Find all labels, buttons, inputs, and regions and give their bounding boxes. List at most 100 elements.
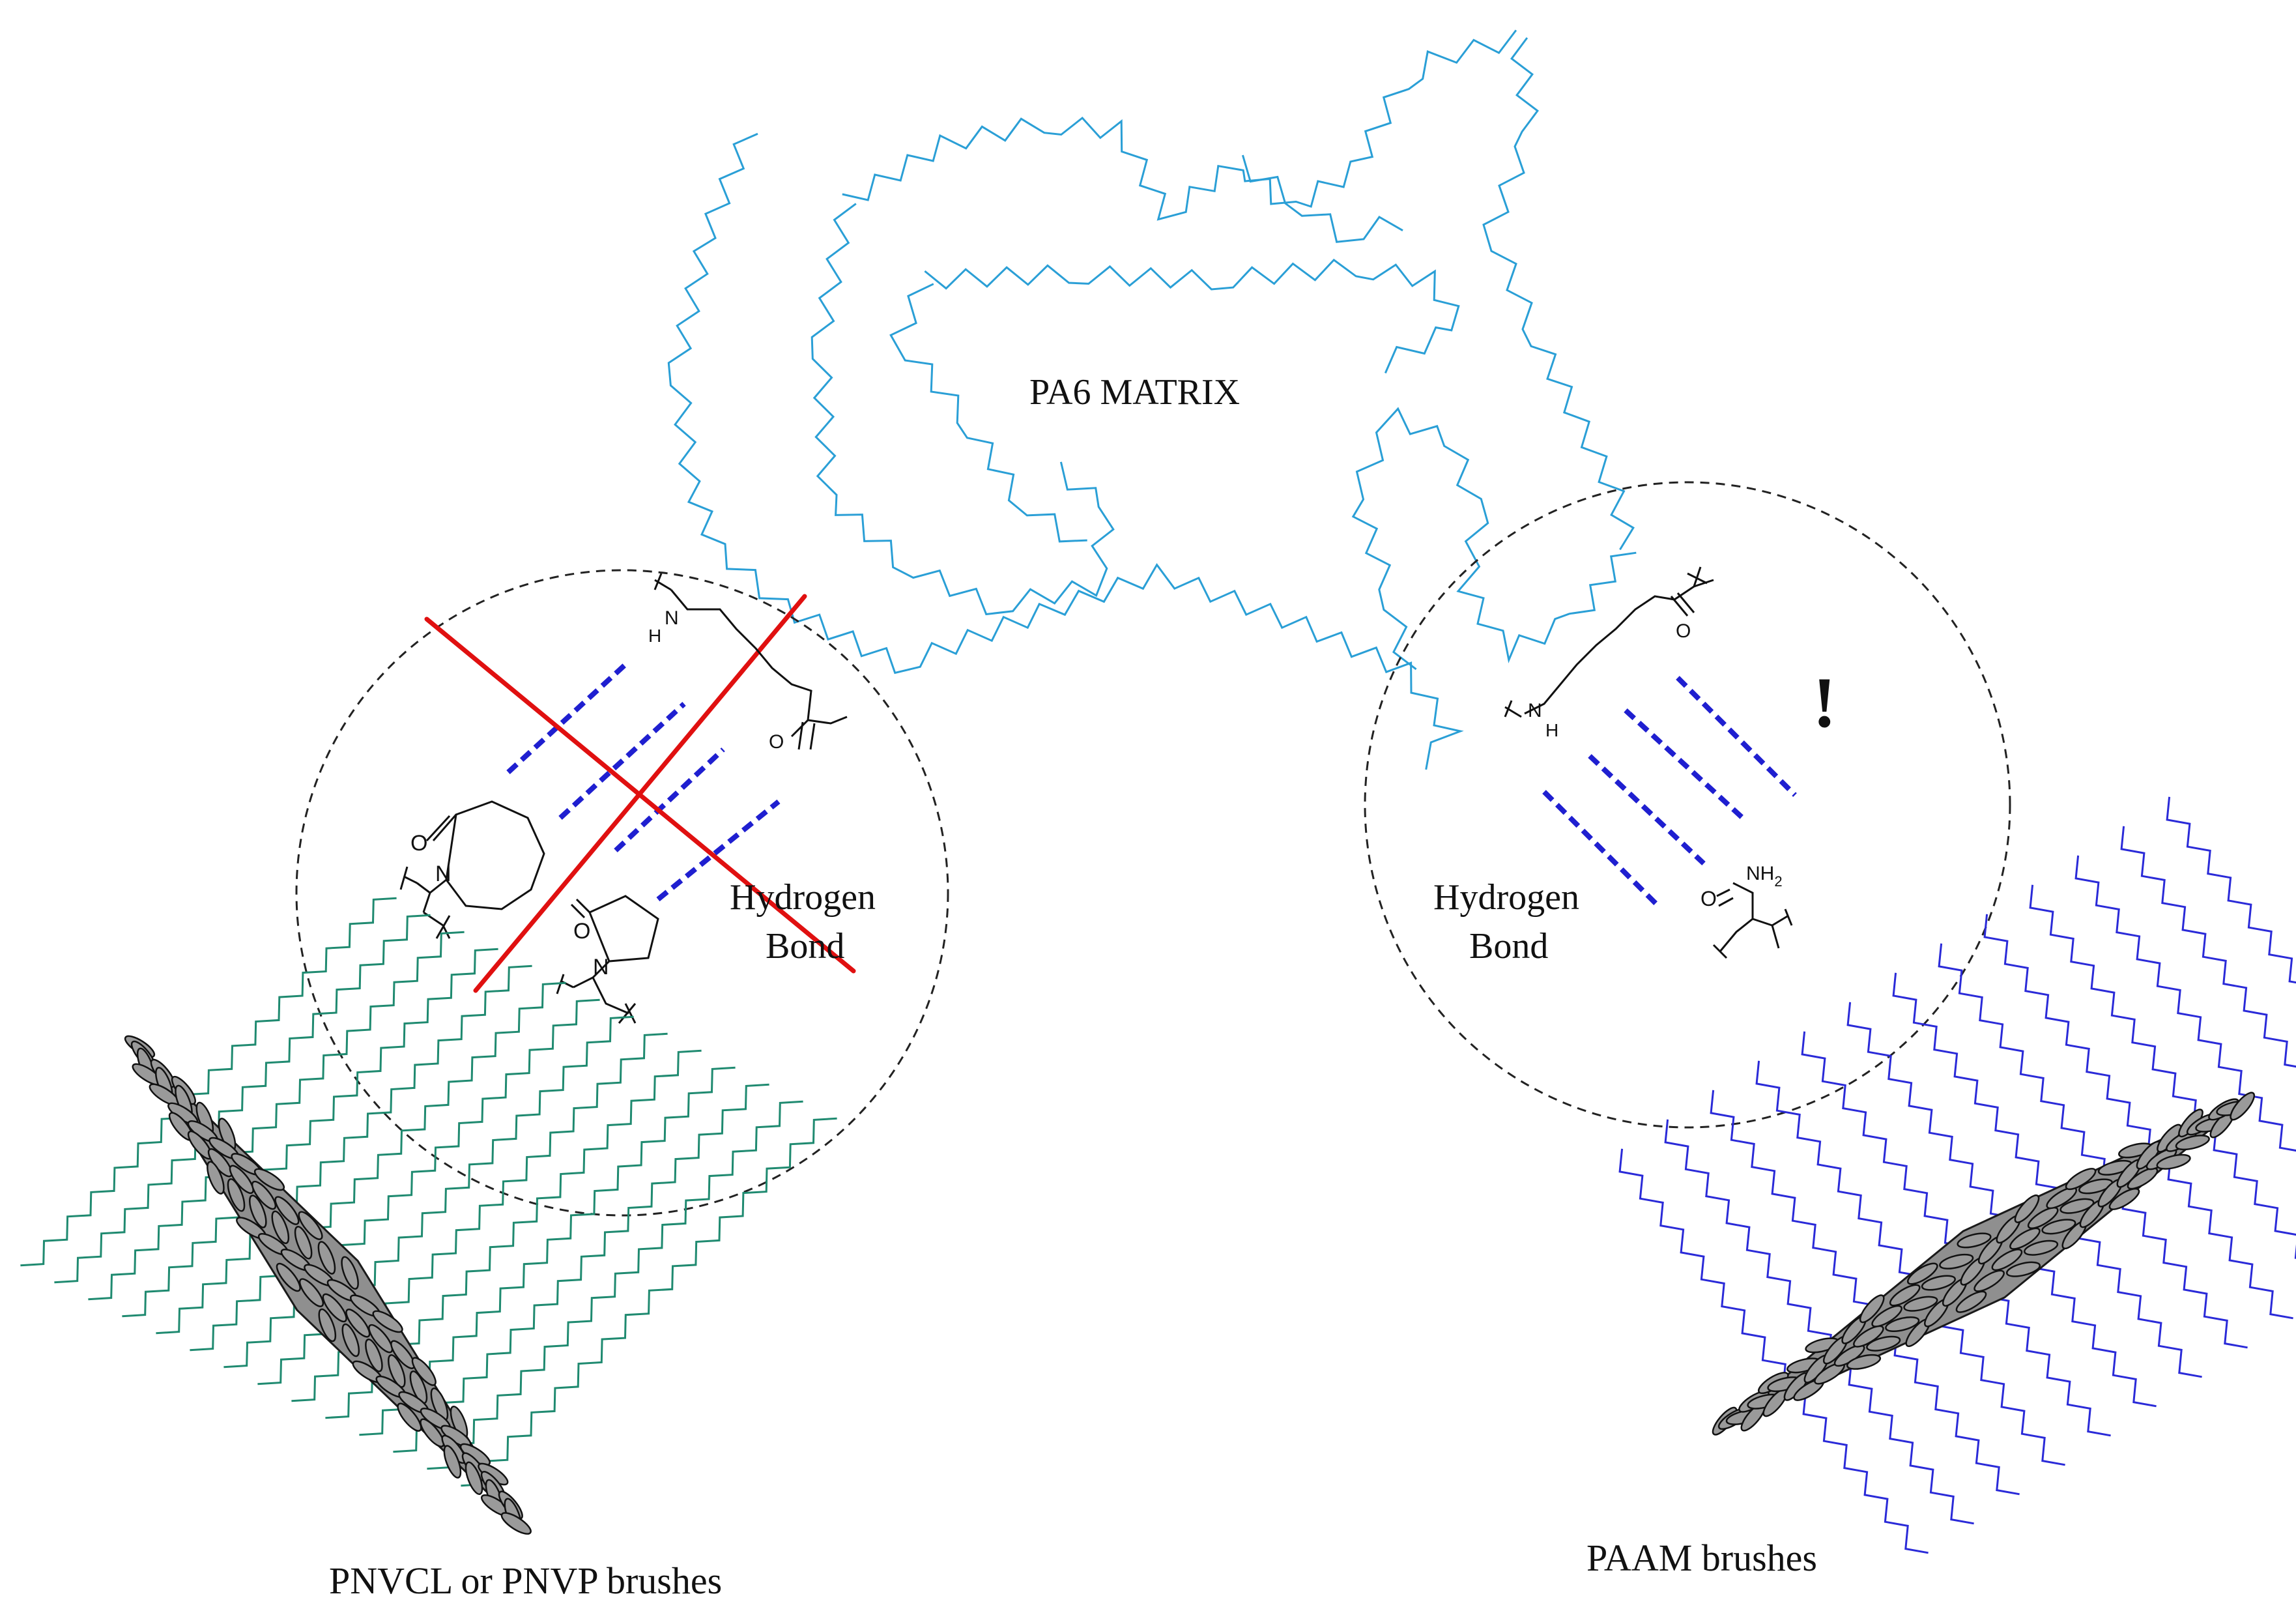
left-sheet-flake-28 [298,1211,323,1240]
paam-fragment [1712,882,1793,959]
right-sheet-flake-29 [1921,1275,1956,1291]
left-sheet-flake-46 [390,1340,416,1369]
left-brush-chain-0 [20,897,397,1267]
hbond-dash-left-0 [506,660,631,774]
right-brush-chain-8 [1983,914,2293,1320]
right-hbond-label-line1: Hydrogen [1433,877,1579,918]
atom-n-left-amide: N [665,607,679,629]
left-interaction-circle [295,569,949,1217]
left-sheet-flake-37 [322,1293,347,1323]
left-brush-chain-2 [88,931,465,1301]
atom-n-pnvp: N [593,955,609,979]
right-sheet-flake-41 [2024,1240,2059,1256]
right-sheet-flake-40 [2009,1227,2041,1250]
pa6-chain-7 [1241,154,1403,243]
left-sheet-flake-21 [253,1168,285,1191]
hbond-dash-left-3 [656,799,781,902]
right-sheet-flake-17 [1846,1354,1882,1370]
right-sheet-flake-55 [2127,1167,2159,1190]
left-hbond-label-line2: Bond [766,926,844,966]
left-sheet-flake-31 [276,1262,301,1292]
right-sheet-flake-31 [1955,1290,1987,1313]
left-hydrogen-bond-dashes [506,660,781,902]
left-brush-chain-6 [223,998,600,1369]
pa6-chain-1 [811,203,1115,616]
left-sheet-flake-29 [294,1226,313,1260]
amine-nh-paam: NH2 [1746,863,1783,890]
hbond-dash-right-1 [1588,754,1706,865]
pa6-chain-5 [924,258,1460,374]
left-sheet-flake-34 [298,1278,324,1307]
left-sheet-flake-47 [388,1354,406,1388]
right-brush-chain-5 [1846,1002,2157,1408]
pa6-chain-6 [889,283,1087,543]
atom-h-right-amide: H [1545,720,1558,740]
right-brush-chain-9 [2029,884,2296,1259]
right-brush-chain-1 [1664,1119,1974,1525]
right-sheet-flake-69 [2230,1092,2256,1121]
left-brush-chain-1 [54,914,431,1284]
no-interaction-cross [424,594,856,993]
right-hydrogen-bond-dashes [1542,676,1797,908]
atom-o-pnvcl: O [410,831,427,856]
pa6-chain-2 [842,29,1517,221]
left-sheet-flake-22 [251,1180,277,1210]
atom-o-right-carbonyl: O [1676,620,1691,642]
right-sheet-flake-62 [2175,1135,2210,1151]
cross-line-b [473,594,807,993]
right-brush-chain-4 [1801,1031,2111,1437]
right-sheet-flake-23 [1885,1316,1920,1333]
left-sheet-flake-25 [274,1196,300,1225]
left-sheet-flake-38 [318,1308,337,1342]
left-sheet-flake-69 [500,1512,532,1535]
left-sheet-flake-26 [271,1210,290,1245]
right-brush-chain-2 [1710,1090,2020,1496]
right-brush-chain-7 [1938,943,2248,1349]
right-sheet-flake-44 [2041,1219,2076,1235]
left-sheet-flake-32 [317,1241,336,1275]
right-sheet-flake-46 [2046,1187,2078,1210]
atom-o-pnvp: O [573,919,590,944]
right-sheet-flake-20 [1866,1335,1901,1352]
left-brush-chain-3 [122,948,498,1318]
right-brush-chain-3 [1755,1060,2065,1466]
right-sheet-flake-52 [2108,1187,2140,1210]
right-brushes-label: PAAM brushes [1586,1537,1817,1579]
left-sheet-flake-42 [372,1310,403,1333]
pa6-chain-4 [1351,407,1637,671]
right-sheet-flake-26 [1903,1296,1938,1312]
right-sheet-flake-22 [1871,1305,1902,1327]
left-brushes-label: PNVCL or PNVP brushes [329,1559,722,1602]
right-brush-chain-11 [2120,826,2296,1068]
pnvcl-fragment [399,800,545,939]
pa6-fragment-left [653,573,848,750]
right-interaction-circle [1364,481,2011,1129]
left-sheet-flake-62 [465,1461,483,1496]
right-sheet-flake-25 [1889,1284,1921,1307]
left-sheet-flake-20 [227,1178,246,1212]
right-brush-chain-10 [2074,855,2296,1152]
right-hbond-label-line2: Bond [1469,926,1548,966]
paam-brush-chains [1618,796,2296,1554]
left-nanosheet [124,1035,532,1535]
left-brush-chain-7 [257,1015,634,1385]
left-sheet-flake-23 [249,1195,267,1228]
left-brush-chain-4 [156,964,532,1335]
hbond-dash-left-2 [614,747,725,852]
right-sheet-flake-21 [1859,1294,1885,1324]
left-sheet-flake-43 [368,1324,394,1354]
left-sheet-flake-41 [341,1323,360,1357]
right-sheet-flake-38 [2005,1261,2041,1277]
hbond-dash-left-1 [558,702,686,820]
right-sheet-flake-43 [2027,1206,2059,1229]
pa6-matrix-chains [667,29,1637,770]
right-sheet-flake-32 [1939,1253,1974,1269]
left-sheet-flake-40 [345,1309,371,1338]
right-sheet-flake-28 [1906,1262,1938,1285]
atom-n-right-amide: N [1528,700,1542,721]
atom-o-paam: O [1700,887,1717,910]
left-sheet-flake-59 [443,1445,462,1479]
amine-subscript: 2 [1774,873,1782,890]
amine-nh-text: NH [1746,863,1774,884]
